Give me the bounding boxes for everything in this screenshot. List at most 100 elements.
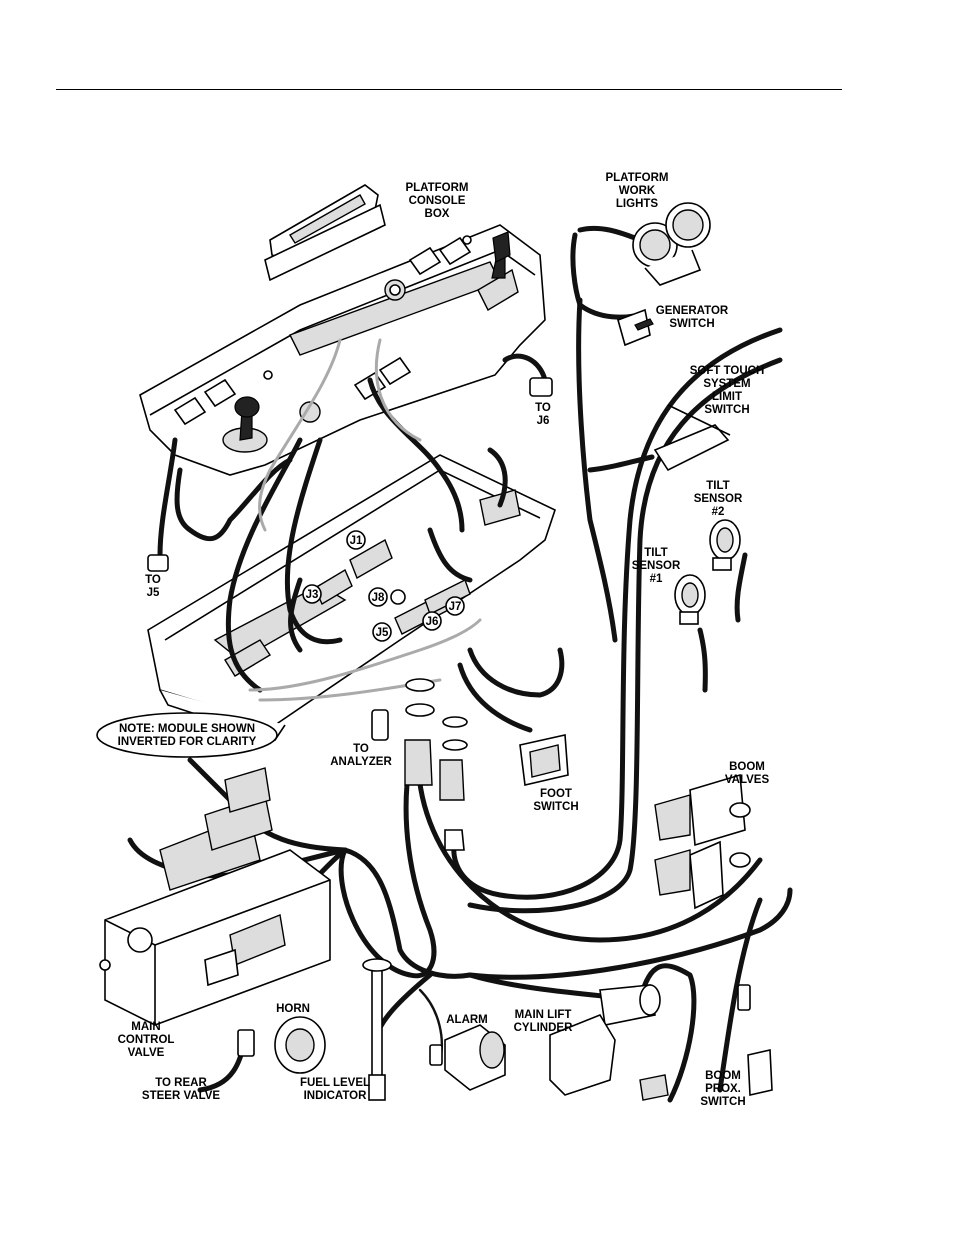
label-foot-switch: FOOT SWITCH [533, 788, 578, 813]
label-to-j5: TO J5 [145, 574, 161, 599]
generator-switch [617, 308, 654, 347]
label-soft-touch-limit-switch: SOFT TOUCH SYSTEM LIMIT SWITCH [690, 365, 765, 416]
svg-text:J7: J7 [449, 601, 462, 613]
label-platform-console-box: PLATFORM CONSOLE BOX [405, 182, 468, 220]
joystick-right [477, 231, 519, 311]
label-generator-switch: GENERATOR SWITCH [656, 305, 729, 330]
svg-text:VALVE: VALVE [128, 1047, 165, 1059]
svg-text:VALVES: VALVES [725, 774, 770, 786]
svg-text:J5: J5 [376, 627, 389, 639]
label-to-analyzer: TO ANALYZER [330, 743, 392, 768]
label-tilt-sensor-2: TILT SENSOR #2 [694, 480, 743, 518]
connector-j8-badge [368, 587, 388, 607]
main-control-valve [99, 767, 331, 1026]
svg-text:FUEL LEVEL: FUEL LEVEL [300, 1077, 370, 1089]
svg-text:ALARM: ALARM [446, 1014, 488, 1026]
connector-j8-plug [390, 589, 406, 605]
svg-text:J3: J3 [306, 589, 319, 601]
svg-text:CONSOLE: CONSOLE [409, 195, 466, 207]
svg-text:SENSOR: SENSOR [632, 560, 681, 572]
plug-to-j5 [147, 554, 169, 572]
svg-text:#2: #2 [712, 506, 725, 518]
display-module [264, 184, 386, 282]
note-callout: NOTE: MODULE SHOWN INVERTED FOR CLARITY [96, 712, 278, 758]
svg-text:INDICATOR: INDICATOR [304, 1090, 368, 1102]
svg-text:SWITCH: SWITCH [669, 318, 714, 330]
svg-text:CYLINDER: CYLINDER [514, 1022, 573, 1034]
svg-text:J5: J5 [147, 587, 160, 599]
label-horn: HORN [276, 1003, 310, 1015]
foot-switch [519, 734, 569, 786]
svg-text:TILT: TILT [644, 547, 667, 559]
svg-text:SOFT TOUCH: SOFT TOUCH [690, 365, 765, 377]
plug-to-j6 [529, 377, 553, 397]
label-boom-valves: BOOM VALVES [725, 761, 770, 786]
connector-j7-block [424, 579, 471, 615]
header-rule [56, 89, 842, 90]
alarm [429, 1024, 506, 1091]
tilt-sensor-2 [709, 519, 741, 571]
svg-text:TILT: TILT [706, 480, 729, 492]
svg-text:SYSTEM: SYSTEM [703, 378, 750, 390]
svg-text:LIGHTS: LIGHTS [616, 198, 658, 210]
label-alarm: ALARM [446, 1014, 488, 1026]
svg-text:SENSOR: SENSOR [694, 493, 743, 505]
svg-text:J1: J1 [350, 535, 363, 547]
soft-touch-limit-switch [653, 404, 731, 472]
connector-j6-badge [422, 611, 442, 631]
svg-text:BOOM: BOOM [705, 1070, 741, 1082]
label-platform-work-lights: PLATFORM WORK LIGHTS [605, 172, 668, 210]
svg-text:CONTROL: CONTROL [118, 1034, 175, 1046]
label-boom-prox-switch: BOOM PROX. SWITCH [700, 1070, 745, 1108]
svg-text:BOOM: BOOM [729, 761, 765, 773]
boom-valves [654, 773, 751, 910]
svg-text:FOOT: FOOT [540, 788, 572, 800]
connector-j7-badge [445, 596, 465, 616]
label-main-lift-cylinder: MAIN LIFT CYLINDER [514, 1009, 573, 1034]
svg-text:SWITCH: SWITCH [700, 1096, 745, 1108]
joystick-left [222, 396, 268, 453]
harness-wires [127, 225, 793, 1103]
svg-text:HORN: HORN [276, 1003, 310, 1015]
svg-text:WORK: WORK [619, 185, 656, 197]
svg-text:J8: J8 [372, 592, 385, 604]
svg-text:PROX.: PROX. [705, 1083, 741, 1095]
svg-text:#1: #1 [650, 573, 663, 585]
svg-text:STEER VALVE: STEER VALVE [142, 1090, 220, 1102]
svg-text:BOX: BOX [425, 208, 450, 220]
platform-work-lights [632, 202, 711, 286]
main-lift-cylinder [549, 984, 669, 1101]
svg-text:ANALYZER: ANALYZER [330, 756, 392, 768]
svg-text:PLATFORM: PLATFORM [405, 182, 468, 194]
svg-text:LIMIT: LIMIT [712, 391, 742, 403]
svg-text:NOTE: MODULE SHOWN: NOTE: MODULE SHOWN [119, 723, 255, 735]
svg-text:MAIN: MAIN [131, 1021, 160, 1033]
bulkhead-fittings [404, 678, 468, 851]
fuel-level-indicator [362, 958, 392, 1101]
svg-text:MAIN LIFT: MAIN LIFT [515, 1009, 572, 1021]
label-main-control-valve: MAIN CONTROL VALVE [118, 1021, 175, 1059]
label-to-j6: TO J6 [535, 402, 551, 427]
label-tilt-sensor-1: TILT SENSOR #1 [632, 547, 681, 585]
connector-j5-badge [372, 622, 392, 642]
label-to-rear-steer-valve: TO REAR STEER VALVE [142, 1077, 220, 1102]
label-fuel-level-indicator: FUEL LEVEL INDICATOR [300, 1077, 370, 1102]
platform-console-lid [139, 224, 546, 476]
svg-text:INVERTED FOR CLARITY: INVERTED FOR CLARITY [118, 736, 257, 748]
connector-j1-block [349, 538, 393, 580]
svg-text:TO REAR: TO REAR [155, 1077, 207, 1089]
connector-j1-badge [346, 530, 366, 550]
analyzer-plug [371, 709, 389, 741]
connector-labels: J1 J3 J8 J7 J6 J5 [302, 530, 465, 642]
svg-text:PLATFORM: PLATFORM [605, 172, 668, 184]
svg-text:J6: J6 [537, 415, 550, 427]
svg-text:TO: TO [353, 743, 369, 755]
horn [237, 1016, 326, 1074]
svg-text:SWITCH: SWITCH [533, 801, 578, 813]
connector-j3-badge [302, 584, 322, 604]
boom-prox-switch [737, 984, 773, 1096]
svg-text:J6: J6 [426, 616, 439, 628]
svg-text:TO: TO [145, 574, 161, 586]
